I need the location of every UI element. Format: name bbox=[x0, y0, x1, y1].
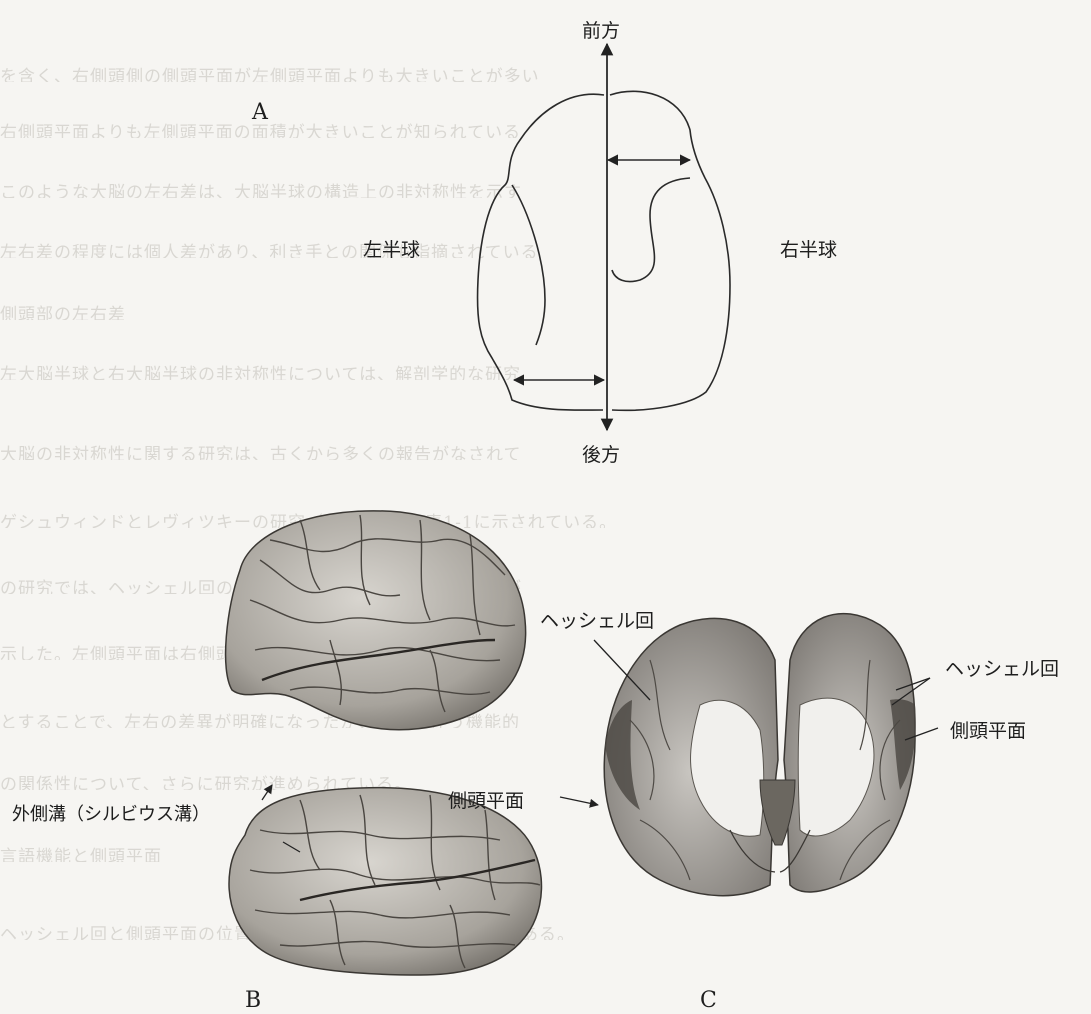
planum-temporale-right-label: 側頭平面 bbox=[950, 716, 1026, 743]
right-hemisphere-sulcus bbox=[612, 178, 690, 282]
panel-c-letter: C bbox=[700, 988, 717, 1013]
panel-b-brains bbox=[226, 511, 542, 975]
panel-a-letter: A bbox=[252, 100, 268, 125]
right-hemisphere-label: 右半球 bbox=[780, 235, 837, 262]
lateral-sulcus-label: 外側溝（シルビウス溝） bbox=[12, 800, 210, 826]
anterior-label: 前方 bbox=[582, 16, 620, 43]
posterior-label: 後方 bbox=[582, 440, 620, 467]
brain-lower bbox=[229, 788, 541, 975]
panel-a-diagram bbox=[478, 44, 730, 430]
brain-upper bbox=[226, 511, 526, 730]
heschl-gyrus-left-label: ヘッシェル回 bbox=[540, 606, 654, 633]
planum-temporale-left-label: 側頭平面 bbox=[448, 786, 524, 813]
panel-b-letter: B bbox=[245, 988, 261, 1013]
left-hemisphere-label: 左半球 bbox=[363, 235, 420, 262]
panel-c-slice bbox=[560, 614, 938, 896]
left-hemisphere-sulcus bbox=[512, 185, 545, 345]
left-hemisphere-outline bbox=[478, 94, 604, 410]
heschl-gyrus-right-label: ヘッシェル回 bbox=[945, 654, 1059, 681]
right-hemisphere-outline bbox=[610, 91, 730, 410]
